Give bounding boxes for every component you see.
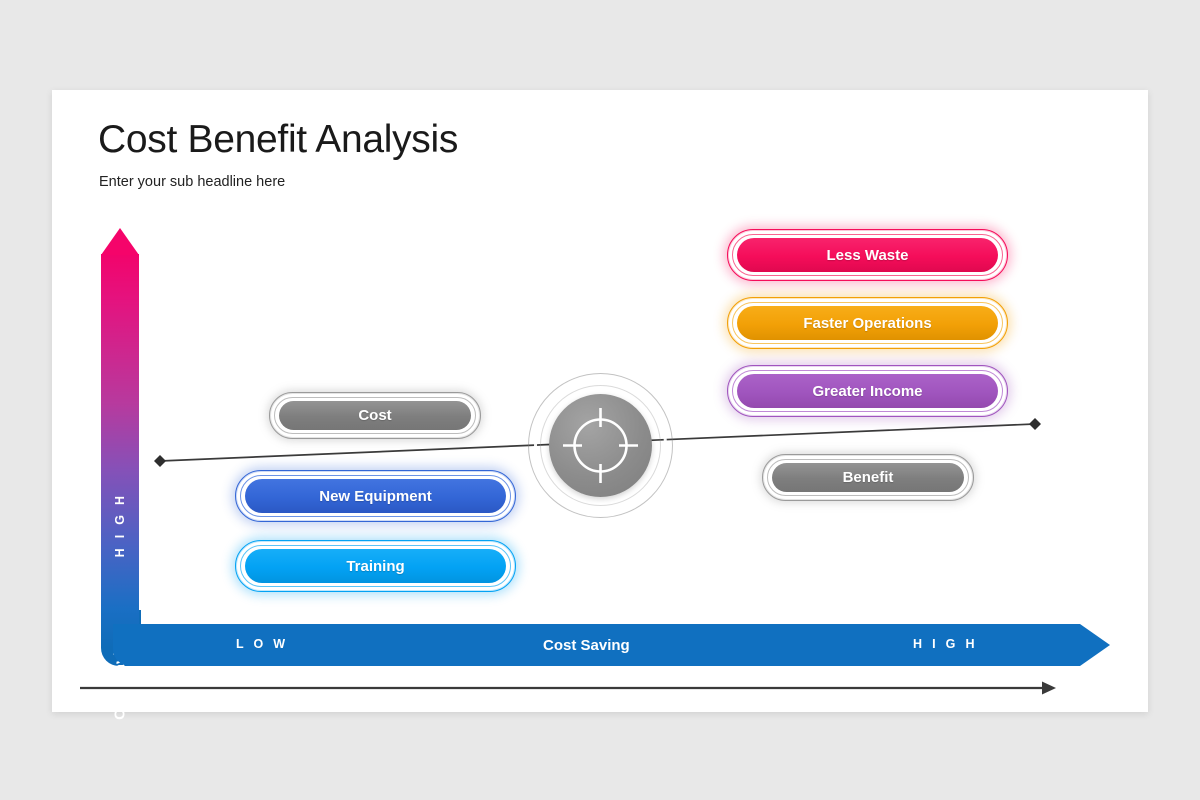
page-title: Cost Benefit Analysis — [98, 118, 459, 161]
pill-label: Cost — [358, 407, 392, 424]
pill-label: Faster Operations — [803, 314, 932, 332]
pill-cost-header[interactable]: Cost — [269, 392, 481, 439]
target-ring-outer — [528, 373, 673, 518]
pill-body: Cost — [279, 401, 471, 430]
vertical-axis-high-label: H I G H — [113, 492, 127, 558]
horizontal-axis-low-label: L O W — [236, 637, 289, 651]
horizontal-axis-high-label: H I G H — [913, 637, 978, 651]
vertical-axis: H I G H Cost Saving L O W — [101, 228, 139, 800]
pill-label: Benefit — [842, 469, 894, 486]
target-crosshair-icon — [528, 373, 673, 518]
pill-label: Training — [346, 557, 405, 575]
target-ring-middle — [534, 379, 667, 512]
pill-greater-income[interactable]: Greater Income — [727, 365, 1008, 417]
pill-less-waste[interactable]: Less Waste — [727, 229, 1008, 281]
vertical-axis-arrowhead-icon — [101, 228, 139, 255]
target-crosshair-lines — [563, 408, 638, 483]
pill-body: New Equipment — [245, 479, 506, 513]
pill-label: Less Waste — [826, 246, 909, 264]
vertical-axis-shaft — [101, 254, 139, 648]
pill-body: Faster Operations — [737, 306, 998, 340]
pill-training[interactable]: Training — [235, 540, 516, 592]
pill-label: New Equipment — [319, 487, 432, 505]
bottom-arrow — [80, 681, 1056, 695]
page-subtitle: Enter your sub headline here — [99, 174, 286, 190]
pill-new-equipment[interactable]: New Equipment — [235, 470, 516, 522]
pill-faster-operations[interactable]: Faster Operations — [727, 297, 1008, 349]
horizontal-axis-title: Cost Saving — [543, 637, 630, 654]
pill-body: Benefit — [772, 463, 964, 492]
pill-body: Training — [245, 549, 506, 583]
horizontal-axis-shaft — [113, 624, 1080, 666]
pill-body: Greater Income — [737, 374, 998, 408]
pill-label: Greater Income — [812, 382, 923, 400]
horizontal-axis: L O W Cost Saving H I G H — [113, 624, 1110, 666]
horizontal-axis-arrowhead-icon — [1080, 624, 1110, 666]
pill-benefit-header[interactable]: Benefit — [762, 454, 974, 501]
target-ring-inner — [540, 385, 661, 506]
vertical-axis-low-label: L O W — [113, 783, 127, 800]
pill-body: Less Waste — [737, 238, 998, 272]
